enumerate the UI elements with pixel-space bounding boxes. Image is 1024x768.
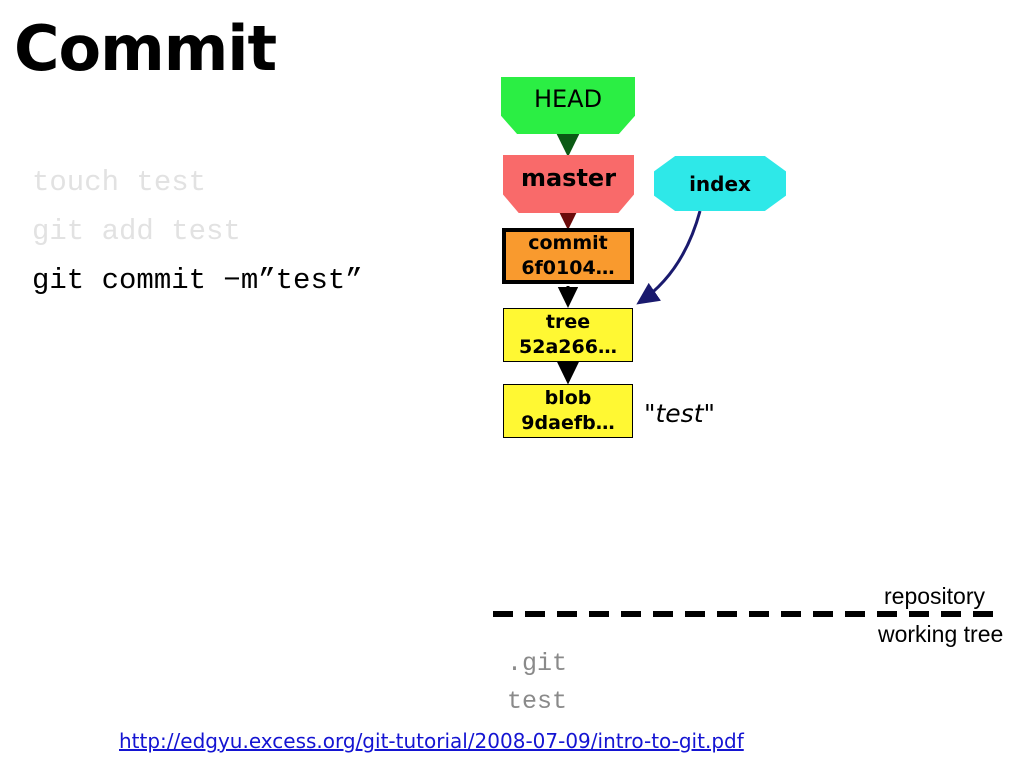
command-line-3: git commit −m”test” [32, 264, 363, 297]
node-blob-hash: 9daefb… [521, 412, 615, 434]
zone-label-working-tree: working tree [878, 621, 1004, 647]
source-url-link[interactable]: http://edgyu.excess.org/git-tutorial/200… [119, 729, 744, 753]
command-line-2: git add test [32, 215, 241, 248]
node-head-label: HEAD [533, 84, 603, 113]
blob-content-label: "test" [644, 399, 716, 428]
node-commit-type: commit [528, 232, 608, 254]
page-title: Commit [14, 12, 277, 85]
repository-working-tree-divider [493, 611, 1002, 617]
diagram-node-commit[interactable]: commit 6f0104… [502, 228, 634, 284]
node-tree-type: tree [545, 311, 591, 333]
command-list: touch test git add test git commit −m”te… [32, 158, 472, 305]
diagram-node-master[interactable]: master [503, 155, 634, 213]
node-commit-hash: 6f0104… [521, 257, 615, 279]
node-master-label: master [520, 164, 617, 192]
file-list-item-test: test [507, 687, 568, 716]
node-tree-hash: 52a266… [519, 336, 617, 358]
diagram-node-head[interactable]: HEAD [501, 77, 635, 134]
edge-index-to-tree [636, 210, 702, 305]
working-tree-file-list: .git test [507, 645, 567, 721]
zone-label-repository: repository [884, 583, 985, 609]
command-line-1: touch test [32, 166, 207, 199]
diagram-node-index[interactable]: index [654, 156, 786, 211]
node-blob-type: blob [544, 387, 592, 409]
file-list-item-git: .git [507, 649, 568, 678]
node-index-label: index [689, 171, 751, 196]
diagram-node-blob[interactable]: blob 9daefb… [503, 384, 633, 438]
diagram-node-tree[interactable]: tree 52a266… [503, 308, 633, 362]
